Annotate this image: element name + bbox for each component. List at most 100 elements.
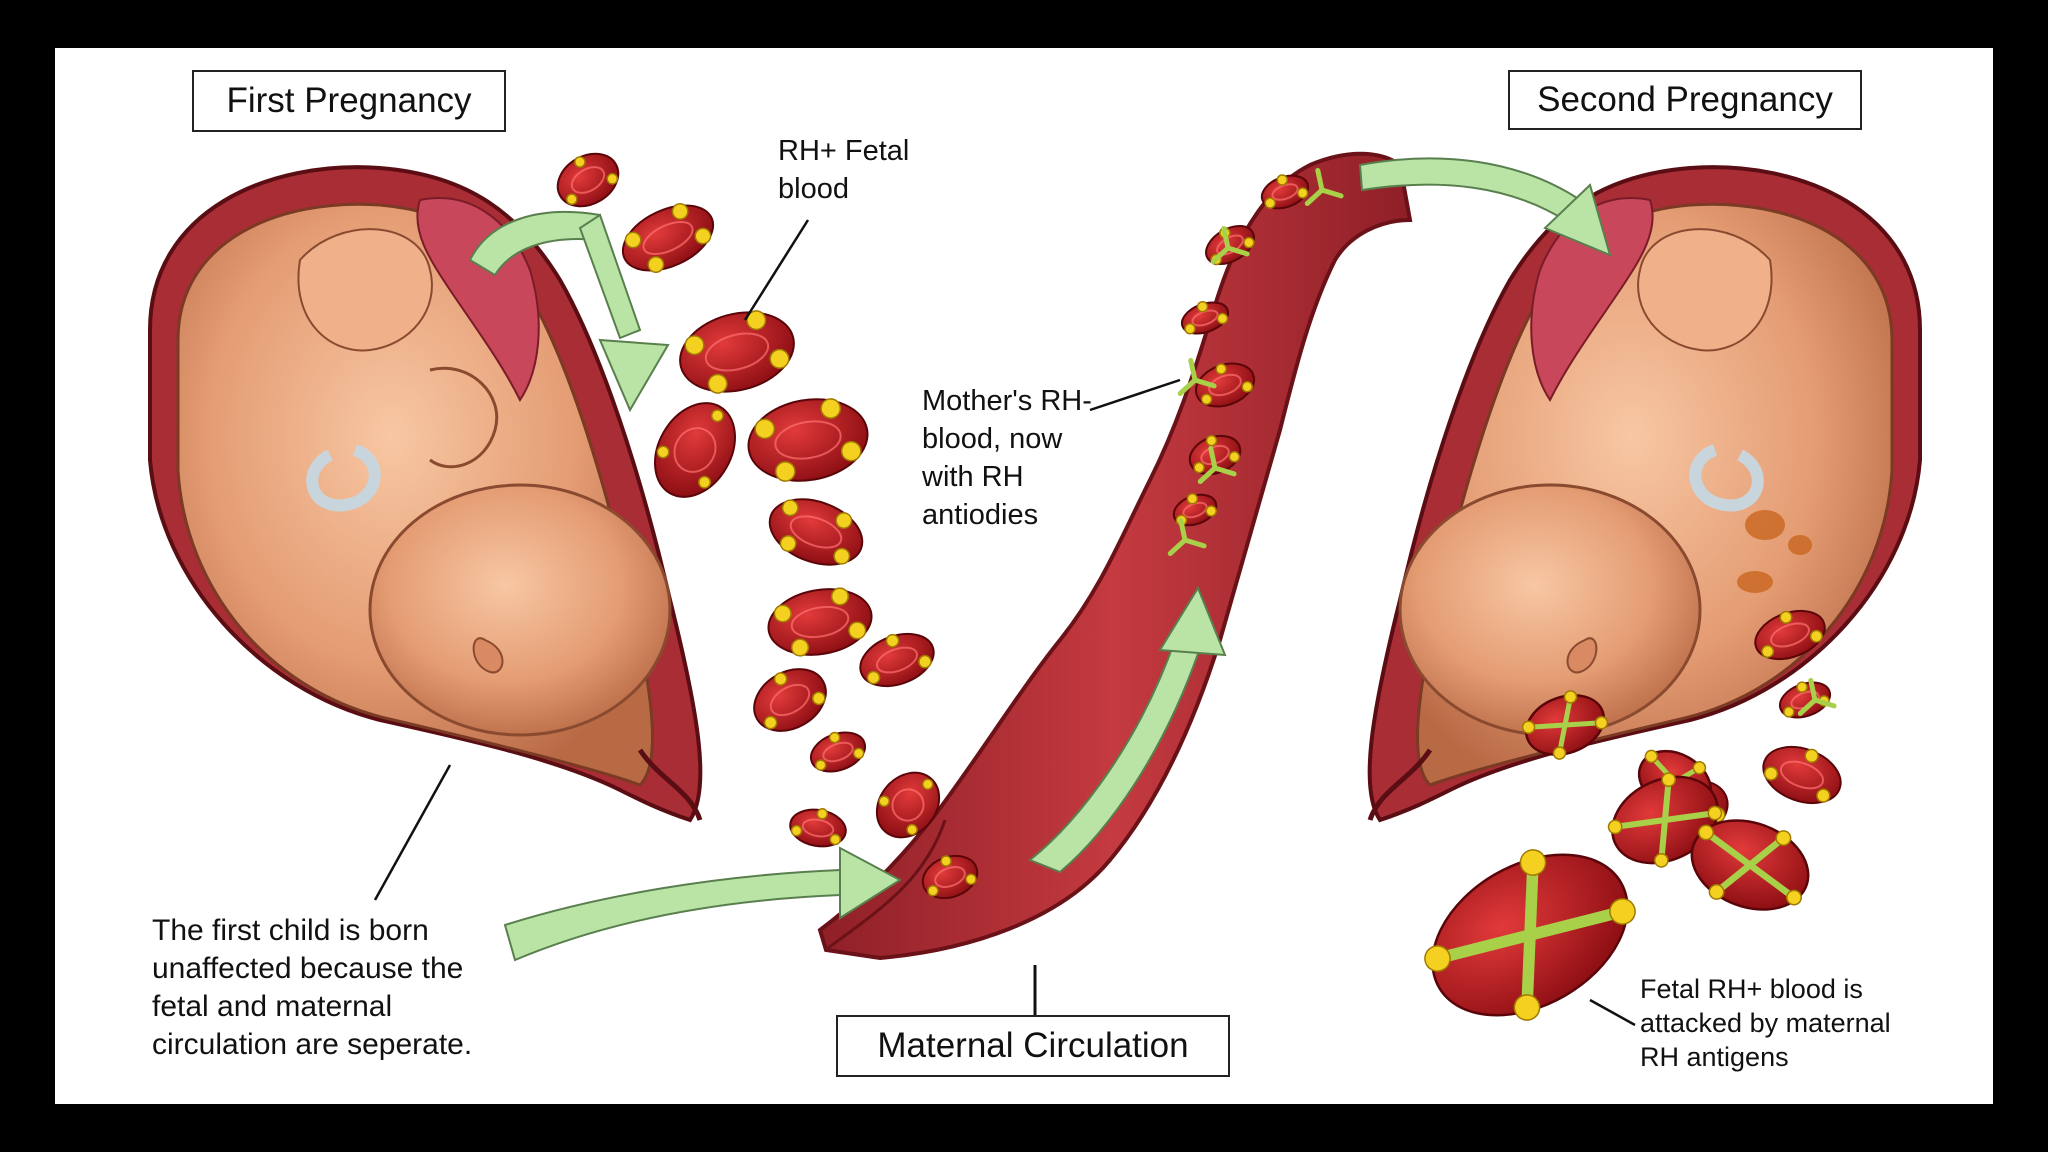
- red-blood-cell: [1762, 745, 1842, 805]
- rh-antigen: [684, 335, 705, 356]
- rh-antigen: [774, 461, 796, 482]
- rh-antigen: [1607, 819, 1623, 835]
- rh-antigen: [1424, 945, 1451, 972]
- rh-antigen: [1644, 749, 1659, 764]
- maternal-circulation-text: Maternal Circulation: [877, 1026, 1189, 1065]
- rh-antigen: [1707, 805, 1723, 821]
- rh-antigen: [1519, 849, 1547, 876]
- rh-antigen: [1816, 788, 1831, 803]
- antibody: [1197, 445, 1237, 485]
- red-blood-cell: [1180, 300, 1230, 335]
- antibody-arm: [1612, 816, 1669, 830]
- rh-antigen: [1216, 312, 1229, 325]
- antibody-bound-cell: [1690, 819, 1810, 911]
- red-blood-cell: [1172, 493, 1218, 527]
- rh-antigen: [820, 398, 842, 419]
- rh-positive-cells: [556, 152, 1842, 900]
- antibody: [1210, 225, 1250, 265]
- rh-antigen: [1205, 434, 1218, 447]
- antibody-arm: [1661, 810, 1718, 824]
- rh-antigen: [1215, 363, 1227, 375]
- flow-arrows: [468, 157, 1612, 962]
- red-blood-cell: [621, 203, 715, 273]
- pointer-lines: [373, 219, 1636, 1027]
- red-blood-cell: [768, 498, 864, 566]
- rh-antigen: [1193, 461, 1205, 474]
- rh-antigen: [647, 256, 665, 273]
- antibody-bound-cell: [1521, 690, 1609, 760]
- rh-antigen: [940, 855, 952, 867]
- rh-antigen: [1779, 610, 1793, 624]
- rh-antigen: [918, 654, 932, 669]
- rh-antigen: [1763, 766, 1779, 781]
- rh-antigen: [829, 833, 841, 846]
- rh-antigen: [906, 823, 918, 836]
- rh-antigen: [656, 445, 670, 459]
- rh-antigen: [1563, 690, 1578, 704]
- rh-antigen: [781, 499, 799, 517]
- attacked-cells: [1167, 167, 1837, 1021]
- rh-antigen: [779, 535, 797, 552]
- rh-antigen: [1205, 505, 1217, 517]
- antibody-arm: [1524, 905, 1629, 941]
- red-blood-cell: [809, 731, 867, 773]
- rh-antigen: [833, 547, 851, 565]
- rh-antigen: [1200, 393, 1213, 406]
- rh-antigen: [811, 691, 826, 706]
- first-pregnancy-title: First Pregnancy: [192, 70, 506, 132]
- rh-antigen: [1196, 300, 1209, 313]
- rh-antigen: [1594, 716, 1609, 730]
- first-pregnancy-text: First Pregnancy: [226, 81, 472, 120]
- rh-antigen: [754, 418, 776, 440]
- red-blood-cell: [859, 632, 935, 688]
- rh-antigen: [1609, 898, 1636, 925]
- rh-antigen: [773, 604, 792, 623]
- rh-antigen: [1552, 746, 1567, 760]
- rh-antigen: [1804, 748, 1819, 764]
- red-blood-cell: [921, 854, 979, 900]
- rh-antigen: [1243, 236, 1255, 249]
- rh-antigen: [574, 156, 586, 168]
- rh-antigen: [1775, 830, 1792, 847]
- rh-antigen: [885, 633, 900, 648]
- antibody-arm: [1746, 861, 1798, 901]
- antibody: [1177, 357, 1217, 397]
- rh-antigen: [1809, 629, 1823, 643]
- rh-antigen: [694, 227, 712, 245]
- rh-antigen: [790, 638, 810, 657]
- red-blood-cell: [875, 771, 941, 839]
- rh-antigen: [790, 824, 803, 837]
- rh-antigen: [763, 715, 778, 730]
- rh-antigen: [1184, 322, 1196, 335]
- red-blood-cell: [1188, 434, 1242, 476]
- rh-antigen: [840, 440, 862, 462]
- rh-antigen: [830, 587, 850, 606]
- antibody: [1797, 677, 1837, 717]
- rh-antigen: [848, 621, 867, 640]
- rh-antigen: [1761, 644, 1775, 658]
- red-blood-cell: [679, 310, 795, 394]
- red-blood-cell: [1260, 174, 1310, 210]
- antibody-bound-cell: [1607, 772, 1723, 868]
- rh-antigen: [707, 373, 728, 394]
- rh-antigen: [671, 203, 689, 220]
- rh-antigen: [1661, 772, 1676, 788]
- antibody: [1167, 517, 1207, 557]
- rh-antigen: [1796, 681, 1808, 693]
- red-blood-cell: [789, 808, 847, 848]
- antibody-arm: [1431, 929, 1536, 965]
- first-child-annotation: The first child is born unaffected becau…: [152, 914, 473, 1061]
- second-pregnancy-title: Second Pregnancy: [1508, 70, 1862, 130]
- rh-antigen: [852, 747, 865, 760]
- rh-antigen: [1241, 381, 1253, 393]
- rh-antigen: [1513, 994, 1541, 1021]
- rh-antigen: [1786, 889, 1802, 906]
- rh-antigen: [1698, 824, 1714, 841]
- rh-antigen: [565, 193, 578, 206]
- red-blood-cell: [1754, 609, 1826, 661]
- rh-antigen: [773, 672, 788, 686]
- rh-antigen: [927, 884, 939, 897]
- rh-antigen: [878, 795, 890, 807]
